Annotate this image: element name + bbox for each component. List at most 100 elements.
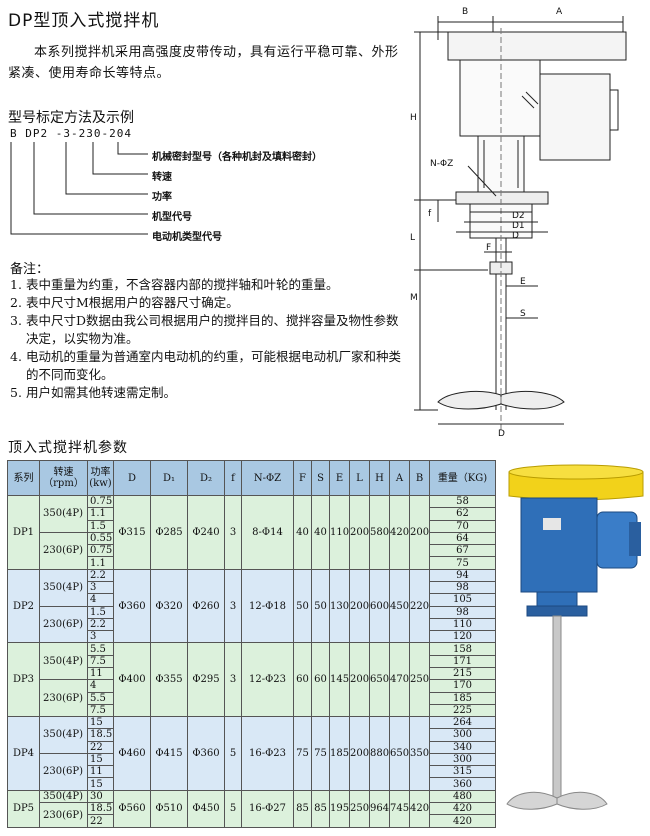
table-header-row: 系列 转速 （rpm） 功率 (kw) D D₁ D₂ f N-ΦZ F S E…	[7, 460, 496, 496]
col-power: 功率 (kw)	[87, 460, 114, 496]
model-callout-lines	[10, 142, 148, 235]
cell-NZ: 12-Φ18	[241, 568, 294, 644]
cell-weight: 70	[429, 519, 496, 533]
note-item: 4.电动机的重量为普通室内电动机的约重，可能根据电动机厂家和种类的不同而变化。	[10, 348, 402, 384]
col-L: L	[349, 460, 370, 496]
table-row: 18.5 300	[8, 728, 496, 742]
cell-S: 40	[311, 495, 330, 570]
cell-weight: 480	[429, 789, 496, 804]
cell-weight: 300	[429, 752, 496, 767]
col-speed: 转速 （rpm）	[39, 460, 88, 496]
cell-F: 75	[293, 716, 312, 791]
param-table: 系列 转速 （rpm） 功率 (kw) D D₁ D₂ f N-ΦZ F S E…	[7, 460, 496, 829]
cell-D2: Φ260	[187, 568, 225, 644]
cell-series: DP5	[7, 789, 40, 829]
callout-model: 机型代号	[152, 212, 192, 223]
cell-E: 130	[329, 568, 350, 644]
cell-weight: 158	[429, 642, 496, 656]
col-f: f	[224, 460, 242, 496]
cell-power: 11	[87, 765, 114, 779]
cell-B: 420	[409, 789, 430, 829]
col-NZ: N-ΦZ	[241, 460, 294, 496]
cell-f: 3	[224, 495, 242, 570]
cell-L: 200	[349, 716, 370, 791]
cell-f: 3	[224, 568, 242, 644]
cell-power: 0.75	[87, 544, 114, 558]
cell-weight: 264	[429, 716, 496, 730]
cell-power: 4	[87, 679, 114, 693]
cell-weight: 215	[429, 666, 496, 681]
cell-E: 110	[329, 495, 350, 570]
cell-weight: 110	[429, 617, 496, 632]
cell-B: 200	[409, 495, 430, 570]
cell-E: 145	[329, 642, 350, 718]
cell-series: DP1	[7, 495, 40, 570]
col-F: F	[293, 460, 312, 496]
cell-D1: Φ355	[150, 642, 188, 718]
model-code: B DP2 -3-230-204	[10, 127, 132, 140]
intro-text: 本系列搅拌机采用高强度皮带传动，具有运行平稳可靠、外形紧凑、使用寿命长等特点。	[8, 45, 399, 81]
callout-power: 功率	[152, 192, 172, 203]
cell-D1: Φ285	[150, 495, 188, 570]
cell-D: Φ400	[113, 642, 151, 718]
dim-F: F	[486, 243, 491, 253]
cell-weight: 300	[429, 728, 496, 742]
cell-series: DP2	[7, 568, 40, 644]
col-series: 系列	[7, 460, 40, 496]
cell-A: 420	[389, 495, 410, 570]
col-B: B	[409, 460, 430, 496]
dim-NZ: N-ΦZ	[430, 159, 453, 169]
dim-D: D	[512, 231, 519, 241]
cell-f: 5	[224, 789, 242, 829]
cell-speed: 230(6P)	[39, 605, 88, 644]
note-text: 电动机的重量为普通室内电动机的约重，可能根据电动机厂家和种类的不同而变化。	[26, 349, 402, 382]
note-number: 5.	[10, 385, 22, 400]
cell-speed: 230(6P)	[39, 531, 88, 570]
cell-A: 470	[389, 642, 410, 718]
cell-A: 450	[389, 568, 410, 644]
table-row: 1.1 75	[8, 556, 496, 570]
cell-power: 11	[87, 666, 114, 681]
note-item: 3.表中尺寸D数据由我公司根据用户的搅拌目的、搅拌容量及物性参数决定，以实物为准…	[10, 312, 402, 348]
dim-D-impeller: D	[498, 429, 505, 439]
note-number: 2.	[10, 295, 22, 310]
cell-weight: 75	[429, 556, 496, 570]
cell-speed: 350(4P)	[39, 568, 88, 607]
note-item: 1.表中重量为约重，不含容器内部的搅拌轴和叶轮的重量。	[10, 276, 402, 294]
cell-power: 18.5	[87, 728, 114, 742]
cell-D2: Φ240	[187, 495, 225, 570]
cell-D2: Φ450	[187, 789, 225, 829]
cell-power: 1.1	[87, 507, 114, 521]
cell-power: 3	[87, 630, 114, 644]
col-D: D	[113, 460, 151, 496]
cell-weight: 420	[429, 802, 496, 816]
dim-E: E	[520, 277, 526, 287]
cell-power: 7.5	[87, 703, 114, 718]
param-table-title: 顶入式搅拌机参数	[8, 440, 128, 456]
cell-D2: Φ360	[187, 716, 225, 791]
col-D2: D₂	[187, 460, 225, 496]
cell-speed: 350(4P)	[39, 495, 88, 533]
cell-B: 350	[409, 716, 430, 791]
cell-power: 22	[87, 740, 114, 754]
col-S: S	[311, 460, 330, 496]
cell-D: Φ360	[113, 568, 151, 644]
cell-power: 18.5	[87, 802, 114, 816]
dim-M: M	[410, 293, 418, 303]
cell-series: DP4	[7, 716, 40, 791]
cell-S: 75	[311, 716, 330, 791]
cell-speed: 350(4P)	[39, 642, 88, 681]
cell-S: 50	[311, 568, 330, 644]
cell-F: 40	[293, 495, 312, 570]
cell-weight: 62	[429, 507, 496, 521]
dim-S: S	[520, 309, 526, 319]
cell-weight: 98	[429, 580, 496, 595]
cell-power: 1.1	[87, 556, 114, 570]
